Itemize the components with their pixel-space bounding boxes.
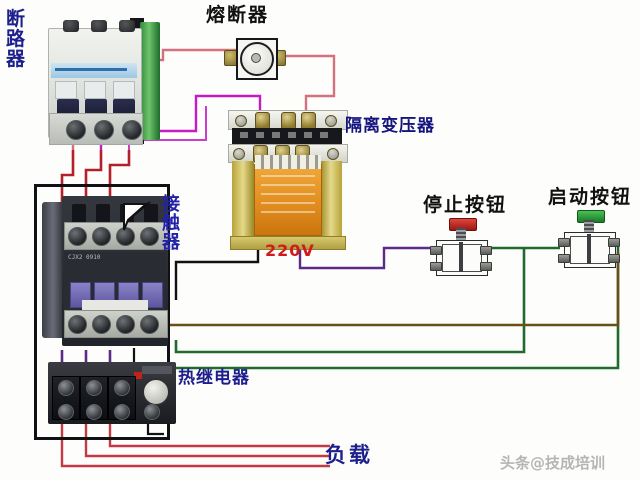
transformer-core-right [320, 161, 342, 239]
start-terminal-1 [558, 238, 570, 247]
contactor-terminal-T1 [68, 315, 87, 334]
relay-terminal-in-2 [86, 380, 102, 396]
breaker-bottom-terminal-3 [122, 120, 142, 140]
contactor-top-terminal-strip [64, 222, 168, 250]
contactor-terminal-aux-top [140, 227, 159, 246]
breaker-top-terminal-3 [119, 20, 135, 32]
label-stop-button: 停止按钮 [423, 194, 508, 216]
start-terminal-4 [608, 254, 620, 263]
contactor-bottom-terminal-strip [64, 310, 168, 338]
stop-terminal-1 [430, 246, 442, 255]
label-contactor: 接 触 器 [162, 194, 181, 253]
transformer-primary-terminal-2 [281, 112, 296, 129]
contactor-terminal-aux-bottom [140, 315, 159, 334]
transformer-core-left [232, 161, 254, 239]
relay-trip-indicator [134, 372, 142, 379]
isolation-transformer [228, 102, 348, 250]
breaker-green-side [140, 22, 160, 140]
label-voltage-220v: 220V [265, 241, 315, 260]
label-fuse: 熔断器 [206, 4, 270, 26]
breaker-top-terminal-1 [63, 20, 79, 32]
thermal-overload-relay [48, 362, 176, 424]
contactor-terminal-T3 [116, 315, 135, 334]
fuse [224, 36, 286, 80]
stop-push-button[interactable] [430, 218, 492, 280]
contactor-pointer-icon [123, 201, 151, 231]
label-start-button: 启动按钮 [548, 186, 633, 208]
fuse-center [251, 53, 261, 63]
contactor-group-frame [34, 184, 170, 440]
transformer-coil [254, 155, 322, 236]
stop-terminal-3 [430, 262, 442, 271]
breaker-bottom-terminal-block [49, 113, 143, 145]
contactor-model-marking: CJX2 0910 [68, 254, 101, 261]
stop-button-plunger [459, 242, 463, 272]
relay-current-dial[interactable] [142, 378, 170, 406]
start-button-stem [584, 220, 594, 232]
breaker-windows [53, 81, 137, 99]
contactor-terminal-L2 [92, 227, 111, 246]
stop-terminal-2 [480, 246, 492, 255]
transformer-top-plate [228, 110, 348, 130]
label-circuit-breaker: 断 路 器 [6, 8, 27, 70]
breaker-bottom-terminal-1 [66, 120, 86, 140]
start-push-button[interactable] [558, 210, 620, 272]
watermark: 头条@技成培训 [500, 454, 606, 472]
relay-terminal-out-2 [86, 404, 102, 420]
relay-terminal-out-3 [114, 404, 130, 420]
circuit-breaker [48, 18, 160, 146]
relay-reset-tab[interactable] [142, 366, 172, 374]
breaker-brand-stripe [51, 63, 137, 78]
label-thermal-relay: 热继电器 [178, 368, 250, 388]
contactor-label-patch [82, 300, 148, 313]
start-terminal-2 [608, 238, 620, 247]
relay-terminal-in-3 [114, 380, 130, 396]
stop-button-stem [456, 228, 466, 240]
breaker-body [48, 20, 143, 145]
start-terminal-3 [558, 254, 570, 263]
fuse-cap [240, 42, 274, 76]
relay-terminal-aux [144, 404, 160, 420]
contactor-din-clip [42, 202, 64, 338]
contactor-terminal-T2 [92, 315, 111, 334]
start-button-plunger [587, 234, 591, 264]
label-load: 负载 [325, 443, 373, 467]
relay-terminal-out-1 [58, 404, 74, 420]
contactor-terminal-L1 [68, 227, 87, 246]
breaker-bottom-terminal-2 [94, 120, 114, 140]
relay-terminal-in-1 [58, 380, 74, 396]
breaker-top-terminal-2 [91, 20, 107, 32]
transformer-primary-terminal-3 [301, 112, 316, 129]
transformer-nameplate [232, 128, 342, 144]
transformer-base [230, 236, 346, 250]
transformer-primary-terminal-1 [255, 112, 270, 129]
label-isolation-transformer: 隔离变压器 [345, 116, 435, 136]
stop-terminal-4 [480, 262, 492, 271]
